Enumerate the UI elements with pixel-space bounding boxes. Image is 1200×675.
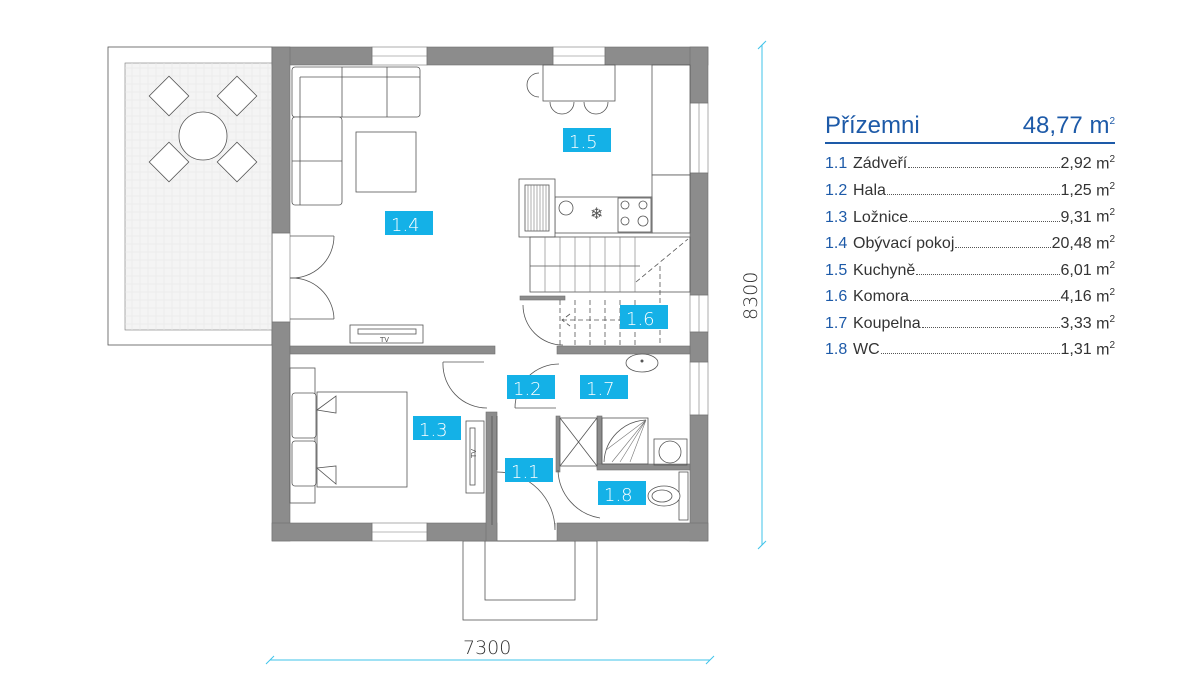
area-unit: m2 xyxy=(1096,340,1115,359)
svg-text:1.2: 1.2 xyxy=(513,379,542,400)
room-list-item: 1.8 WC 1,31 m2 xyxy=(825,340,1115,367)
coffee-table xyxy=(355,131,417,193)
room-number: 1.5 xyxy=(825,261,848,279)
room-number: 1.7 xyxy=(825,314,848,332)
room-name: Hala xyxy=(853,181,886,199)
terrace-table-set xyxy=(148,75,258,183)
room-area: 6,01 xyxy=(1060,261,1092,279)
area-unit: m2 xyxy=(1096,180,1115,199)
svg-text:1.6: 1.6 xyxy=(626,309,655,330)
room-list-item: 1.6 Komora 4,16 m2 xyxy=(825,287,1115,314)
svg-text:1.5: 1.5 xyxy=(569,132,598,153)
dot-leader xyxy=(908,167,1060,169)
room-label-1-6: 1.6 xyxy=(620,305,668,330)
svg-text:1.8: 1.8 xyxy=(604,485,633,506)
svg-text:1.4: 1.4 xyxy=(391,215,420,236)
room-area: 4,16 xyxy=(1060,288,1092,306)
room-name: WC xyxy=(853,341,880,359)
room-name: Ložnice xyxy=(853,208,909,226)
freezer-snowflake-icon: ❄ xyxy=(590,204,603,223)
area-unit: m2 xyxy=(1096,286,1115,306)
svg-text:1.7: 1.7 xyxy=(586,379,615,400)
room-list-item: 1.4 Obývací pokoj 20,48 m2 xyxy=(825,234,1115,261)
tv-stand-living: TV xyxy=(349,324,424,344)
dot-leader xyxy=(886,193,1060,195)
room-list-item: 1.7 Koupelna 3,33 m2 xyxy=(825,314,1115,341)
area-unit: m2 xyxy=(1096,313,1115,332)
entrance-step xyxy=(462,540,598,621)
room-area: 2,92 xyxy=(1060,155,1092,173)
washbasin xyxy=(625,353,659,373)
total-area: 48,77 m2 xyxy=(1022,112,1115,139)
room-name: Zádveří xyxy=(853,155,908,173)
svg-text:7300: 7300 xyxy=(463,637,511,659)
room-name: Komora xyxy=(853,288,910,306)
washing-machine xyxy=(653,438,688,466)
svg-text:8300: 8300 xyxy=(740,272,762,320)
room-label-1-8: 1.8 xyxy=(598,481,646,506)
room-number: 1.8 xyxy=(825,341,848,359)
room-area: 3,33 xyxy=(1060,314,1092,332)
svg-text:TV: TV xyxy=(470,449,478,459)
dot-leader xyxy=(921,326,1060,328)
dot-leader xyxy=(916,273,1060,275)
kitchen-counter: ❄ xyxy=(518,64,691,238)
double-bed xyxy=(289,367,408,504)
room-area: 1,31 xyxy=(1060,341,1092,359)
shower xyxy=(559,417,598,467)
corner-bathtub-stair xyxy=(601,417,649,465)
room-area: 20,48 xyxy=(1051,235,1092,253)
room-label-1-5: 1.5 xyxy=(563,128,611,153)
toilet xyxy=(647,471,689,521)
room-list-item: 1.5 Kuchyně 6,01 m2 xyxy=(825,260,1115,287)
room-label-1-3: 1.3 xyxy=(413,416,461,441)
dimension-height: 8300 xyxy=(740,40,767,550)
room-label-1-4: 1.4 xyxy=(385,211,433,236)
legend-header: Přízemni 48,77 m2 xyxy=(825,112,1115,144)
room-list-item: 1.3 Ložnice 9,31 m2 xyxy=(825,207,1115,234)
dining-table xyxy=(526,64,616,115)
room-area: 1,25 xyxy=(1060,181,1092,199)
room-label-1-1: 1.1 xyxy=(505,458,553,483)
room-area: 9,31 xyxy=(1060,208,1092,226)
cooktop-icon xyxy=(617,197,652,233)
room-number: 1.1 xyxy=(825,155,848,173)
room-label-1-2: 1.2 xyxy=(507,375,555,400)
floor-title: Přízemni xyxy=(825,112,920,139)
dot-leader xyxy=(955,247,1051,249)
walls xyxy=(271,46,709,542)
room-name: Kuchyně xyxy=(853,261,916,279)
area-unit: m2 xyxy=(1096,154,1115,173)
room-list-item: 1.1 Zádveří 2,92 m2 xyxy=(825,154,1115,181)
area-unit: m2 xyxy=(1096,233,1115,253)
room-label-1-7: 1.7 xyxy=(580,375,628,400)
room-number: 1.3 xyxy=(825,208,848,226)
dot-leader xyxy=(910,300,1060,302)
terrace xyxy=(107,46,273,346)
dot-leader xyxy=(909,220,1060,222)
room-number: 1.4 xyxy=(825,235,848,253)
room-list-item: 1.2 Hala 1,25 m2 xyxy=(825,181,1115,208)
svg-text:TV: TV xyxy=(379,336,389,344)
room-number: 1.6 xyxy=(825,288,848,306)
area-unit: m2 xyxy=(1096,207,1115,226)
tv-stand-bedroom: TV xyxy=(465,420,485,494)
washer-icon xyxy=(558,200,574,216)
staircase xyxy=(529,236,691,346)
room-name: Koupelna xyxy=(853,314,921,332)
windows xyxy=(271,46,709,542)
corner-sofa xyxy=(291,66,421,206)
room-number: 1.2 xyxy=(825,181,848,199)
area-unit: m2 xyxy=(1096,260,1115,279)
svg-text:1.3: 1.3 xyxy=(419,420,448,441)
sink-drainer-icon xyxy=(524,184,550,232)
dimension-width: 7300 xyxy=(265,637,715,665)
svg-text:1.1: 1.1 xyxy=(511,462,540,483)
room-name: Obývací pokoj xyxy=(853,235,955,253)
dot-leader xyxy=(880,353,1060,355)
